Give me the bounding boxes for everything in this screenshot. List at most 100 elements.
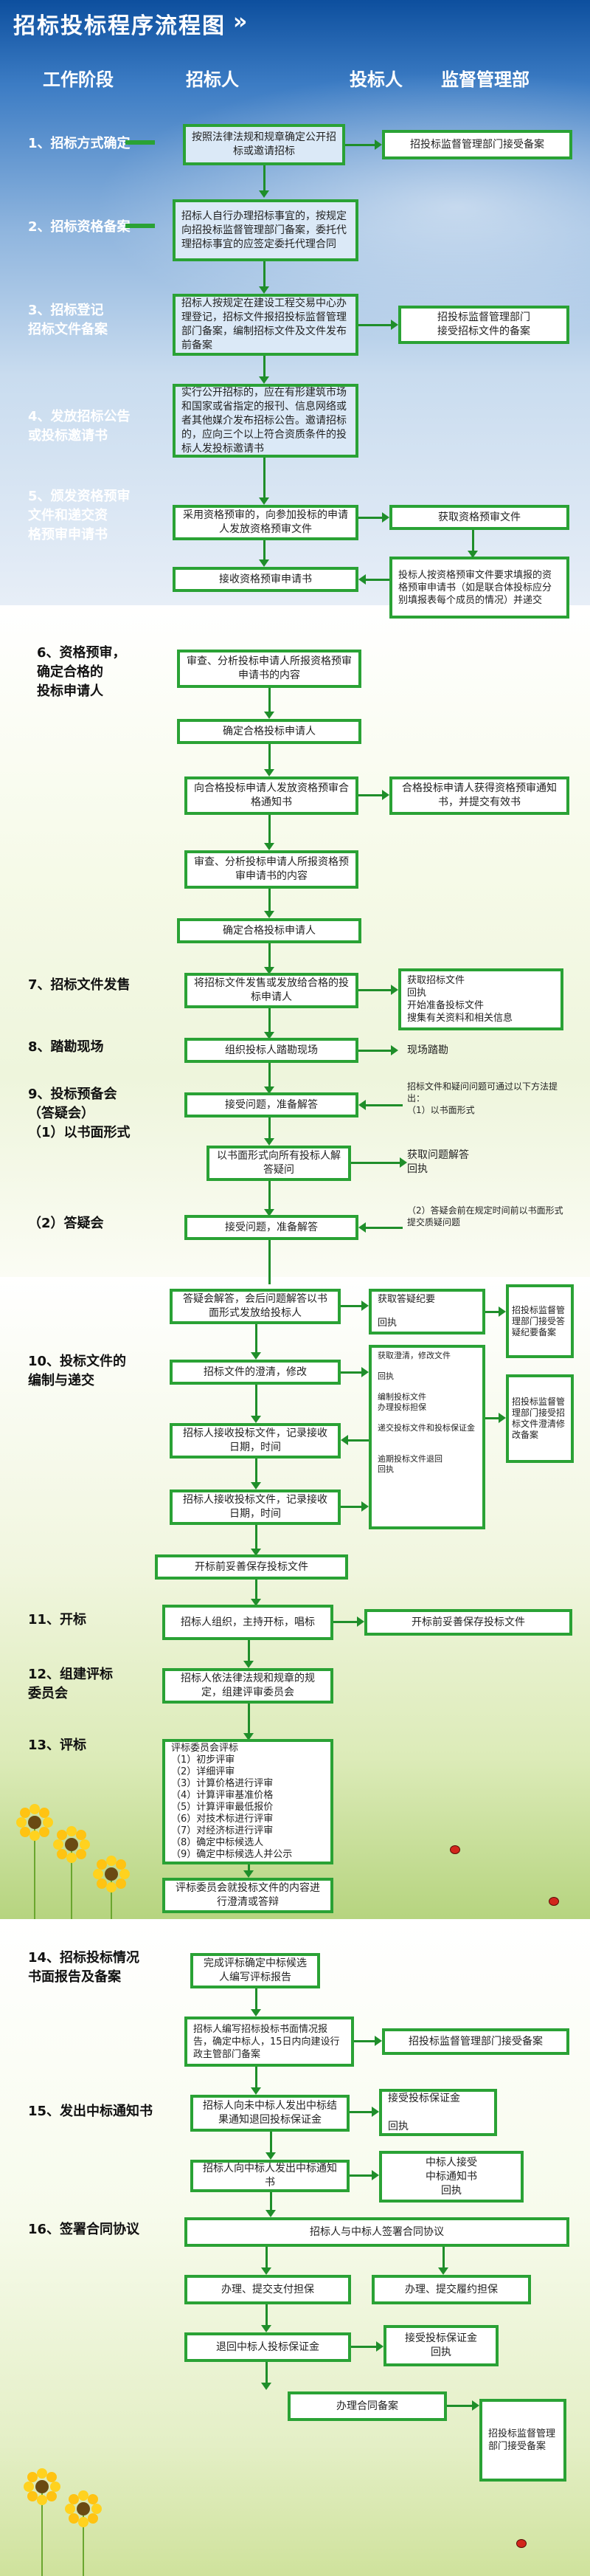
arrow-down-icon [243, 1733, 254, 1740]
box-store-bids: 开标前妥善保存投标文件 [155, 1554, 348, 1580]
connector [266, 2362, 268, 2384]
arrow-left-icon [341, 1435, 348, 1445]
connector [333, 1621, 357, 1623]
arrow-right-icon [391, 1045, 398, 1055]
stage-15: 15、发出中标通知书 [28, 2104, 153, 2119]
box-obtain-docs: 获取招标文件 回执 开始准备投标文件 搜集有关资料和相关信息 [398, 968, 563, 1030]
connector [255, 1385, 257, 1417]
flower-stem [71, 1845, 72, 1919]
stage-bar [125, 140, 155, 145]
connector [268, 688, 271, 713]
arrow-right-icon [361, 1367, 369, 1377]
arrow-down-icon [264, 911, 274, 918]
box-confirm-2: 确定合格投标申请人 [177, 918, 361, 943]
connector [485, 1417, 499, 1419]
arrow-right-icon [357, 1616, 364, 1627]
flower-stem [111, 1875, 112, 1919]
connector [255, 1459, 257, 1484]
arrow-down-icon [264, 1086, 274, 1094]
box-notify-winner: 招标人向中标人发出中标通知书 [190, 2160, 350, 2192]
arrow-right-icon [391, 985, 398, 995]
connector [268, 1240, 271, 1284]
connector [268, 943, 271, 968]
stage-11: 11、开标 [28, 1612, 87, 1628]
stage-12: 12、组建评标 委员会 [28, 1667, 114, 1701]
arrow-down-icon [266, 2210, 276, 2217]
arrow-down-icon [261, 2267, 271, 2275]
arrow-down-icon [264, 1032, 274, 1039]
box-clarify: 招标文件的澄清，修改 [170, 1360, 341, 1385]
connector [341, 1305, 361, 1307]
connector [268, 1117, 271, 1140]
stage-9b: （2）答疑会 [28, 1216, 104, 1231]
text-obtain-answers: 获取问题解答 回执 [407, 1149, 469, 1175]
box-clarify-filing: 招投标监督管理部门接受招标文件澄清修改备案 [506, 1374, 574, 1463]
arrow-right-icon [472, 2400, 479, 2411]
connector [358, 794, 382, 796]
arrow-down-icon [259, 286, 269, 294]
stage-13: 13、评标 [28, 1738, 87, 1753]
box-committee: 招标人依法律法规和规章的规定，组建评审委员会 [162, 1668, 333, 1704]
connector [248, 1864, 250, 1872]
connector [263, 356, 266, 378]
arrow-right-icon [382, 790, 389, 800]
box-receive-bids-1: 招标人接收投标文件，记录接收日期，时间 [170, 1423, 341, 1459]
box-written-answers: 以书面形式向所有投标人解答疑问 [206, 1146, 351, 1181]
connector [268, 815, 271, 844]
arrow-down-icon [251, 1416, 261, 1423]
connector [268, 889, 271, 912]
connector [351, 1162, 400, 1164]
arrow-right-icon [361, 1501, 369, 1512]
box-payment-guarantee: 办理、提交支付担保 [184, 2275, 351, 2304]
box-bidder-notified: 合格投标申请人获得资格预审通知书，并提交有效书 [389, 776, 569, 815]
box-clarification: 评标委员会就投标文件的内容进行澄清或答辩 [162, 1878, 333, 1913]
arrow-right-icon [372, 2107, 379, 2117]
arrow-down-icon [264, 967, 274, 974]
connector [354, 2040, 375, 2042]
arrow-down-icon [243, 1661, 254, 1668]
ladybug-icon [549, 1897, 559, 1906]
connector [268, 1008, 271, 1033]
box-registration-supervisor: 招投标监督管理部门 接受招标文件的备案 [398, 306, 569, 344]
arrow-down-icon [243, 1870, 254, 1878]
box-site-visit: 组织投标人踏勘现场 [184, 1038, 358, 1063]
box-method-supervisor: 招投标监督管理部门接受备案 [382, 130, 572, 159]
box-accept-deposit-2: 接受投标保证金 回执 [384, 2325, 499, 2366]
connector [266, 2247, 268, 2269]
arrow-down-icon [251, 1482, 261, 1490]
connector [366, 1227, 403, 1229]
box-receive-application: 接收资格预审申请书 [173, 567, 358, 592]
box-notify-qualified: 向合格投标申请人发放资格预审合格通知书 [184, 776, 358, 815]
arrow-down-icon [251, 2009, 261, 2017]
flower-icon [35, 2480, 49, 2493]
header-supervisor: 监督管理部 [441, 69, 530, 90]
connector [345, 144, 375, 146]
flower-icon [105, 1867, 118, 1881]
flower-stem [83, 2510, 84, 2576]
arrow-down-icon [438, 2267, 448, 2275]
connector [351, 2346, 376, 2348]
connector [248, 1640, 250, 1662]
connector [268, 1181, 271, 1210]
arrow-right-icon [372, 2170, 379, 2180]
stage-10: 10、投标文件的 编制与递交 [28, 1354, 127, 1388]
arrow-down-icon [251, 2087, 261, 2095]
box-obtain-minutes: 获取答疑纪要 回执 [369, 1289, 485, 1335]
arrow-down-icon [264, 712, 274, 719]
connector [255, 2067, 257, 2089]
connector [255, 1324, 257, 1354]
stage-3: 3、招标登记 招标文件备案 [28, 303, 108, 337]
stage-8: 8、踏勘现场 [28, 1039, 104, 1055]
box-registration: 招标人按规定在建设工程交易中心办理登记，招标文件报招投标监督管理部门备案，编制招… [173, 294, 358, 356]
arrow-right-icon [375, 140, 382, 150]
box-report-filing: 招投标监督管理部门接受备案 [382, 2028, 569, 2055]
stage-7: 7、招标文件发售 [28, 977, 131, 993]
arrow-left-icon [358, 1222, 366, 1233]
flower-stem [41, 2487, 43, 2576]
box-written-report: 招标人编写招标投标书面情况报告，确定中标人，15日内向建设行政主管部门备案 [184, 2017, 354, 2067]
double-chevron-icon: » [233, 9, 248, 35]
stage-4: 4、发放招标公告 或投标邀请书 [28, 409, 131, 444]
connector [266, 2304, 268, 2327]
arrow-down-icon [266, 2152, 276, 2160]
connector [255, 1988, 257, 2011]
